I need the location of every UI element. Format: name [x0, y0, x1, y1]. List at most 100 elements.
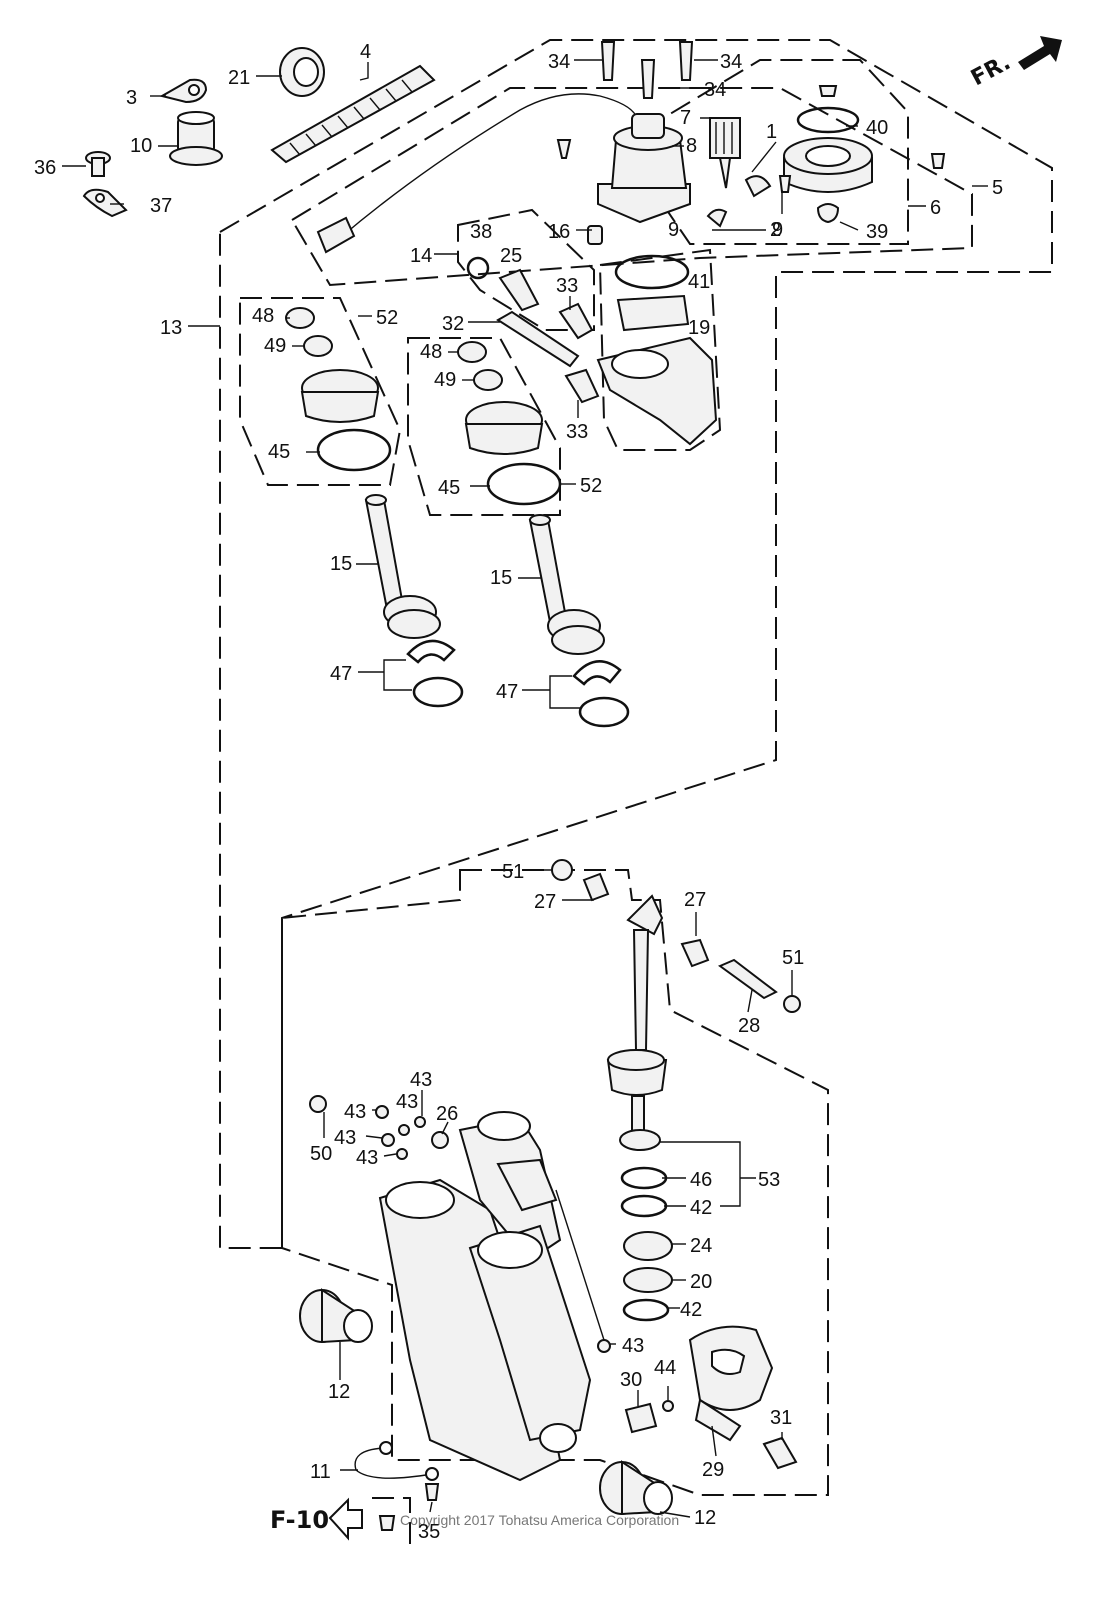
callout-11: 11 [310, 1461, 331, 1483]
callout-42b: 42 [680, 1299, 702, 1321]
callout-43f: 43 [622, 1335, 644, 1357]
callout-12a: 12 [328, 1381, 350, 1403]
part-30-31-fittings [624, 1402, 798, 1470]
callout-19: 19 [688, 317, 710, 339]
callout-52a: 52 [376, 307, 398, 329]
reference-arrow: F-10 [270, 1497, 363, 1541]
callout-14: 14 [410, 245, 432, 267]
outline-group-5 [290, 87, 973, 287]
callout-15b: 15 [490, 567, 512, 589]
outline-group-52b [407, 337, 561, 516]
part-15-rod-left [364, 494, 464, 708]
part-37-clamp [82, 188, 128, 218]
callout-51a: 51 [502, 861, 524, 883]
callout-7: 7 [680, 107, 691, 129]
callout-37: 37 [150, 195, 172, 217]
callout-21: 21 [228, 67, 250, 89]
callout-6: 6 [930, 197, 941, 219]
callout-40: 40 [866, 117, 888, 139]
callout-49a: 49 [264, 335, 286, 357]
callout-33b: 33 [566, 421, 588, 443]
piston-assembly-right [457, 341, 562, 506]
callout-45a: 45 [268, 441, 290, 463]
callout-43e: 43 [356, 1147, 378, 1169]
harness-cable [316, 93, 637, 254]
callout-9b: 9 [772, 219, 783, 241]
callout-46: 46 [690, 1169, 712, 1191]
callout-31: 31 [770, 1407, 792, 1429]
part-36-screw [85, 151, 111, 177]
tilt-rod [606, 894, 668, 1151]
callout-44: 44 [654, 1357, 676, 1379]
callout-12b: 12 [694, 1507, 716, 1529]
reference-label: F-10 [270, 1506, 329, 1534]
callout-34c: 34 [704, 79, 726, 101]
callout-16: 16 [548, 221, 570, 243]
front-direction-arrow: FR. [967, 36, 1062, 91]
part-29-reservoir [688, 1325, 774, 1442]
outline-group-lower [281, 869, 829, 1496]
callout-25: 25 [500, 245, 522, 267]
callout-43b: 43 [344, 1101, 366, 1123]
callout-42a: 42 [690, 1197, 712, 1219]
callout-9a: 9 [668, 219, 679, 241]
part-7-armature [709, 117, 741, 189]
callout-43c: 43 [396, 1091, 418, 1113]
callout-32: 32 [442, 313, 464, 335]
callout-38: 38 [470, 221, 492, 243]
part-10-grommet [169, 111, 223, 166]
callout-48b: 48 [420, 341, 442, 363]
leader-lines [62, 59, 988, 1518]
callout-28: 28 [738, 1015, 760, 1037]
piston-assembly-left [285, 307, 392, 472]
callout-48a: 48 [252, 305, 274, 327]
callout-33a: 33 [556, 275, 578, 297]
callout-24: 24 [690, 1235, 712, 1257]
part-32-pin [496, 310, 580, 368]
group-outlines [219, 39, 1053, 1544]
direction-label: FR. [967, 50, 1015, 91]
callout-41: 41 [688, 271, 710, 293]
callout-47b: 47 [496, 681, 518, 703]
arrow-left-icon [328, 1497, 363, 1541]
callout-43a: 43 [410, 1069, 432, 1091]
part-33-screws [558, 302, 600, 404]
part-3-clip [159, 78, 208, 104]
callout-34b: 34 [720, 51, 742, 73]
callout-30: 30 [620, 1369, 642, 1391]
callout-45b: 45 [438, 477, 460, 499]
callout-15a: 15 [330, 553, 352, 575]
small-fasteners [556, 41, 946, 228]
callout-53: 53 [758, 1169, 780, 1191]
outline-group-35 [372, 1497, 411, 1544]
callout-27b: 27 [684, 889, 706, 911]
callout-5: 5 [992, 177, 1003, 199]
part-51-27-bushings-top [551, 859, 610, 902]
arrow-icon [1018, 36, 1062, 70]
part-4-corrugated-tube [270, 64, 436, 164]
outline-group-19 [598, 248, 722, 451]
callout-35: 35 [418, 1521, 440, 1543]
callout-52b: 52 [580, 475, 602, 497]
callout-13: 13 [160, 317, 182, 339]
outline-group-14 [457, 208, 595, 331]
callout-2: 2 [770, 219, 781, 241]
part-12-caps [299, 1288, 673, 1516]
callout-29: 29 [702, 1459, 724, 1481]
part-21-sleeve [279, 47, 325, 97]
callout-47a: 47 [330, 663, 352, 685]
outline-group-52a [239, 297, 402, 486]
part-15-rod-right [528, 514, 630, 728]
callout-36: 36 [34, 157, 56, 179]
small-fittings-43-50 [309, 1095, 674, 1412]
callout-39: 39 [866, 221, 888, 243]
callout-20: 20 [690, 1271, 712, 1293]
callout-43d: 43 [334, 1127, 356, 1149]
copyright-notice: Copyright 2017 Tohatsu America Corporati… [400, 1512, 679, 1528]
callout-4: 4 [360, 41, 371, 63]
callout-49b: 49 [434, 369, 456, 391]
cylinder-housing [378, 1111, 592, 1482]
part-38-25-16-valve [466, 225, 603, 312]
callout-26: 26 [436, 1103, 458, 1125]
